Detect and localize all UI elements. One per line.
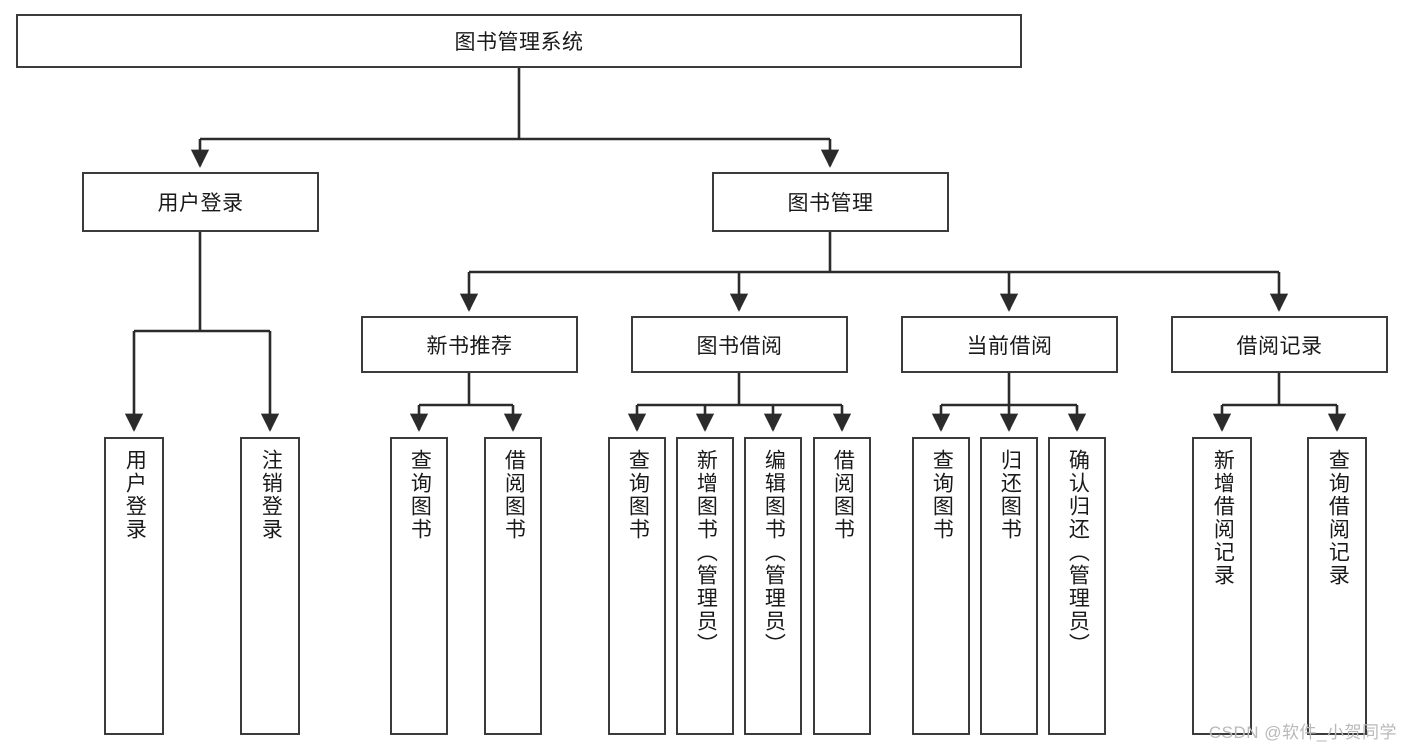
- node-label: 查询图书: [626, 449, 650, 541]
- node-label: 编辑图书（管理员）: [762, 449, 786, 656]
- node-label: 新增借阅记录: [1211, 449, 1235, 587]
- node-leaf-query-book-1[interactable]: 查询图书: [390, 437, 448, 735]
- node-borrow-record[interactable]: 借阅记录: [1171, 316, 1388, 373]
- node-label: 新书推荐: [426, 334, 513, 358]
- node-label: 用户登录: [157, 192, 244, 215]
- node-label: 归还图书: [998, 449, 1022, 541]
- node-label: 查询借阅记录: [1326, 449, 1350, 587]
- node-leaf-borrow-book-1[interactable]: 借阅图书: [484, 437, 542, 735]
- node-label: 新增图书（管理员）: [694, 449, 718, 656]
- node-new-book-recommend[interactable]: 新书推荐: [361, 316, 578, 373]
- node-label: 当前借阅: [966, 334, 1053, 358]
- node-leaf-user-login[interactable]: 用户登录: [104, 437, 164, 735]
- node-leaf-confirm-return[interactable]: 确认归还（管理员）: [1048, 437, 1106, 735]
- node-current-borrow[interactable]: 当前借阅: [901, 316, 1118, 373]
- node-label: 查询图书: [408, 449, 432, 541]
- node-leaf-add-book[interactable]: 新增图书（管理员）: [676, 437, 734, 735]
- node-label: 确认归还（管理员）: [1066, 449, 1090, 656]
- node-leaf-borrow-book-2[interactable]: 借阅图书: [813, 437, 871, 735]
- node-book-management[interactable]: 图书管理: [712, 172, 949, 232]
- node-label: 图书借阅: [696, 334, 783, 358]
- node-leaf-edit-book[interactable]: 编辑图书（管理员）: [744, 437, 802, 735]
- node-label: 借阅图书: [502, 449, 526, 541]
- node-label: 借阅图书: [831, 449, 855, 541]
- node-leaf-query-book-2[interactable]: 查询图书: [608, 437, 666, 735]
- node-root-book-management-system[interactable]: 图书管理系统: [16, 14, 1022, 68]
- node-label: 图书管理系统: [454, 31, 584, 54]
- node-label: 注销登录: [259, 449, 283, 541]
- node-leaf-add-record[interactable]: 新增借阅记录: [1192, 437, 1252, 735]
- node-book-borrow[interactable]: 图书借阅: [631, 316, 848, 373]
- node-leaf-query-book-3[interactable]: 查询图书: [912, 437, 970, 735]
- watermark-csdn: CSDN @软件_小贺同学: [1208, 723, 1397, 742]
- node-label: 查询图书: [930, 449, 954, 541]
- node-leaf-logout-login[interactable]: 注销登录: [240, 437, 300, 735]
- node-label: 图书管理: [787, 192, 874, 215]
- node-label: 借阅记录: [1236, 334, 1323, 358]
- node-leaf-query-record[interactable]: 查询借阅记录: [1307, 437, 1367, 735]
- node-user-login[interactable]: 用户登录: [82, 172, 319, 232]
- node-label: 用户登录: [123, 449, 147, 541]
- node-leaf-return-book[interactable]: 归还图书: [980, 437, 1038, 735]
